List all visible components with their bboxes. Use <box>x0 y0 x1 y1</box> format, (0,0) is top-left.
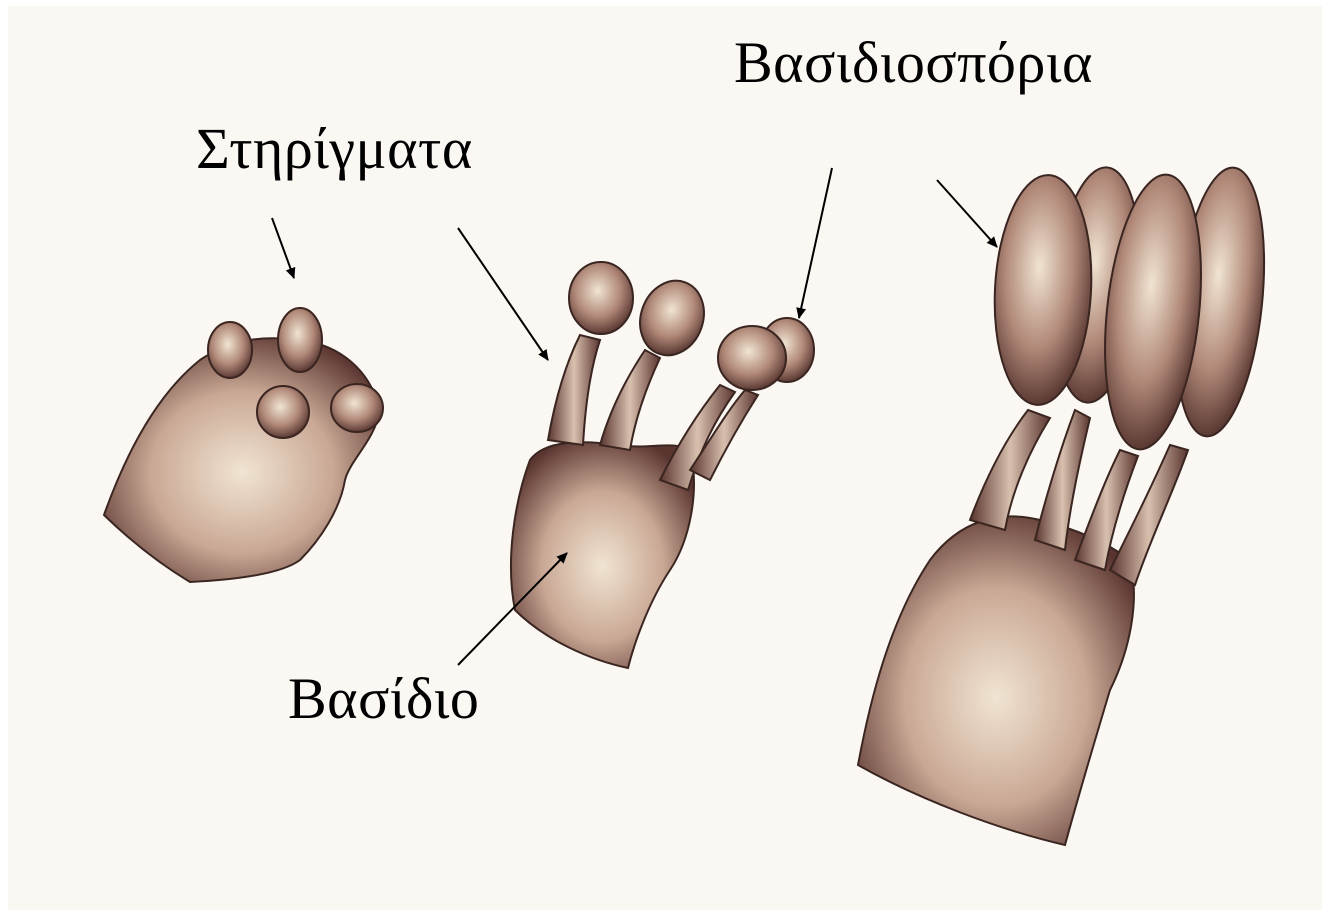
basidiospores-label: Βασιδιοσπόρια <box>734 34 1093 92</box>
basidium-label: Βασίδιο <box>288 670 479 728</box>
sterigma <box>600 350 660 450</box>
arrow-sterigmata-stage2 <box>458 228 548 360</box>
sterigma <box>548 335 600 445</box>
developing-basidium <box>511 262 814 668</box>
sterigma-bud <box>208 322 252 378</box>
arrow-sterigmata-stage1 <box>272 218 294 278</box>
sterigmata-label: Στηρίγματα <box>196 120 473 178</box>
sterigma-bud <box>278 308 322 372</box>
sterigma-bud <box>257 386 309 438</box>
mature-basidium <box>858 163 1276 845</box>
sterigma-bud <box>331 384 383 432</box>
young-basidium <box>104 308 383 582</box>
arrow-basidiospores-stage3 <box>937 180 997 247</box>
spore-initial <box>718 326 786 390</box>
spore-initial <box>569 262 633 334</box>
spore-initial <box>630 272 714 365</box>
arrow-basidiospores-stage2 <box>799 168 832 318</box>
sterigma <box>970 410 1050 530</box>
